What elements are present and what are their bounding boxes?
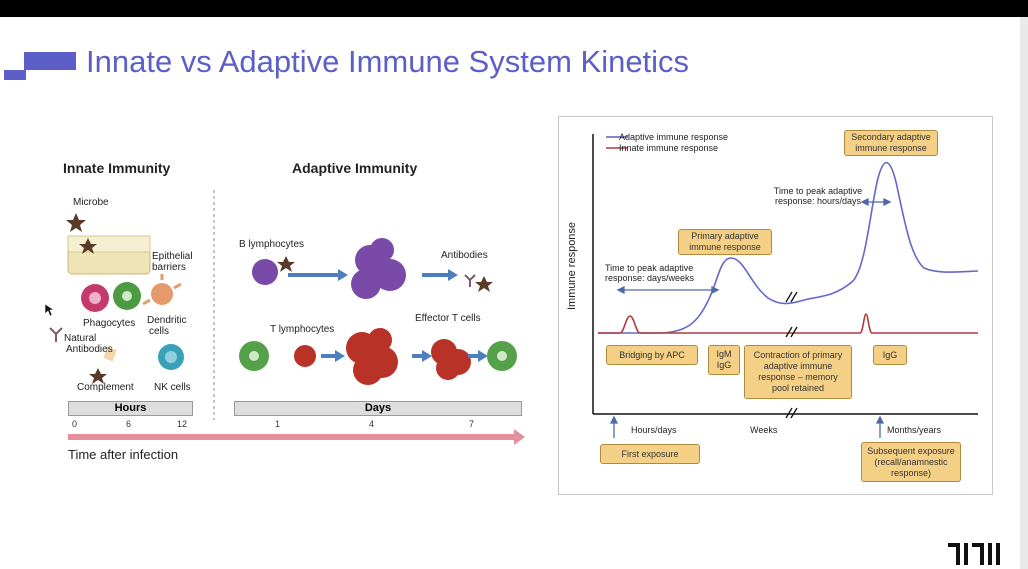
adaptive-title: Adaptive Immunity [292, 160, 418, 176]
kinetics-chart-frame [558, 116, 993, 495]
antibody-icon [464, 274, 476, 287]
x-segment-weeks: Weeks [750, 425, 778, 435]
dendritic-cell-icon [142, 274, 182, 306]
label-microbe: Microbe [73, 197, 109, 208]
label-complement: Complement [77, 382, 134, 393]
tick-day-1: 1 [275, 419, 281, 429]
kinetics-chart [592, 134, 979, 438]
adaptive-curve [598, 161, 979, 334]
t-cell-icon [294, 345, 316, 367]
label-phagocytes: Phagocytes [83, 318, 136, 329]
time-arrow [68, 429, 525, 445]
tick-hour-0: 0 [72, 419, 78, 429]
days-scale: Days [234, 401, 522, 416]
innate-curve [598, 313, 978, 334]
label-nk-cells: NK cells [154, 382, 191, 393]
label-b-lymphocytes: B lymphocytes [239, 239, 305, 250]
subsequent-exposure-arrow [875, 415, 885, 438]
top-black-bar [0, 0, 1028, 17]
first-exposure-arrow [609, 415, 619, 438]
bridging-apc-box: Bridging by APC [606, 345, 698, 365]
complement-icon [89, 346, 117, 384]
immunity-illustration [49, 190, 525, 445]
tick-day-4: 4 [369, 419, 375, 429]
natural-antibody-icon [49, 327, 63, 342]
igg-box: IgG [873, 345, 907, 365]
label-antibodies: Antibodies [441, 250, 488, 261]
y-axis-label: Immune response [566, 221, 578, 310]
innate-title: Innate Immunity [63, 160, 171, 176]
first-exposure-box: First exposure [600, 444, 700, 464]
x-segment-hours-days: Hours/days [631, 425, 677, 435]
time-after-infection-label: Time after infection [68, 447, 179, 462]
x-segment-months-years: Months/years [887, 425, 942, 435]
tick-hour-6: 6 [126, 419, 132, 429]
label-effector-t-cells: Effector T cells [415, 313, 481, 324]
b-cell-icon [252, 259, 278, 285]
legend-innate-label: Innate immune response [619, 143, 719, 153]
label-natural-antibodies: Antibodies [66, 344, 113, 355]
slide-title: Innate vs Adaptive Immune System Kinetic… [86, 44, 690, 79]
label-cells: cells [149, 326, 170, 337]
microbe-icon [66, 213, 86, 232]
tick-hour-12: 12 [177, 419, 188, 429]
legend-adaptive-label: Adaptive immune response [619, 132, 729, 142]
label-t-lymphocytes: T lymphocytes [270, 324, 335, 335]
time-to-peak-primary-arrow [616, 285, 720, 295]
label-barriers: barriers [152, 262, 186, 273]
t-cell-cluster-icon [346, 328, 398, 385]
label-dendritic: Dendritic [147, 315, 187, 326]
tick-day-7: 7 [469, 419, 475, 429]
effector-t-cell-icon [431, 339, 471, 380]
hours-scale: Hours [68, 401, 193, 416]
label-epithelial: Epithelial [152, 251, 193, 262]
window-edge-strip [1020, 17, 1028, 569]
pipi-logo-icon [948, 543, 1000, 565]
label-natural: Natural [64, 333, 97, 344]
mouse-cursor-icon [44, 303, 54, 317]
b-cell-cluster-icon [351, 238, 406, 299]
epithelial-barrier-icon [67, 235, 151, 275]
axis-break-marks [785, 291, 798, 419]
time-to-peak-secondary-arrow [860, 197, 892, 207]
